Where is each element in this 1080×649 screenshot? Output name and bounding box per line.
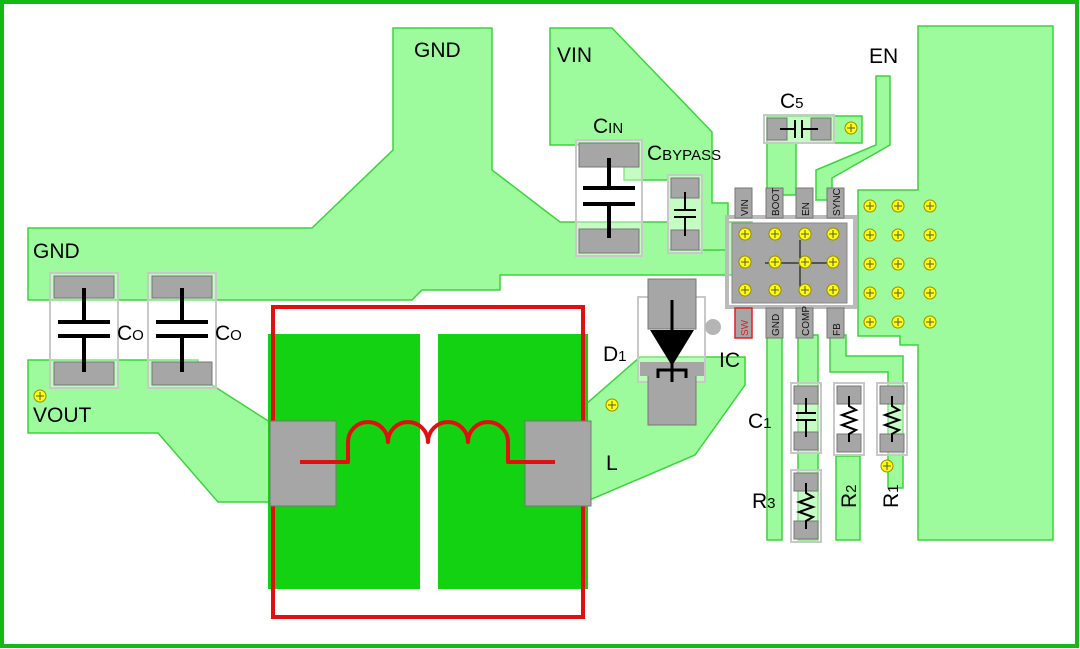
capacitor-symbol-icon <box>674 192 696 236</box>
ic-pin-vin: VIN <box>734 187 753 219</box>
net-label-gnd-top: GND <box>414 39 461 62</box>
inductor-coil-icon <box>300 420 555 464</box>
capacitor-co-2 <box>147 272 217 389</box>
gnd-plane <box>27 27 753 301</box>
ic-pin-sync: SYNC <box>826 187 845 219</box>
label-co-2: CO <box>215 322 242 345</box>
label-r2: R2 <box>838 484 861 508</box>
ic-pin-label: BOOT <box>771 188 782 216</box>
capacitor-cbypass <box>667 174 703 254</box>
resistor-r3 <box>790 469 822 543</box>
d1-pad-bottom <box>647 374 697 426</box>
capacitor-symbol-icon <box>583 158 635 238</box>
label-c5: C5 <box>780 90 804 113</box>
via-group <box>33 121 937 473</box>
inductor-l <box>268 305 592 619</box>
label-l: L <box>606 452 618 475</box>
label-ic: IC <box>719 349 740 372</box>
capacitor-co-1 <box>49 272 119 389</box>
label-cbypass: CBYPASS <box>647 142 721 165</box>
capacitor-symbol-icon <box>780 120 818 138</box>
resistor-r2 <box>833 382 865 456</box>
ic-pin1-marker <box>705 319 721 335</box>
resistor-symbol-icon <box>796 483 816 529</box>
capacitor-symbol-icon <box>58 288 110 372</box>
label-co-1: CO <box>117 322 144 345</box>
ic-pin-sw: SW <box>734 307 753 339</box>
ic-pin-label: SW <box>740 319 751 336</box>
net-label-gnd-left: GND <box>33 240 80 263</box>
ic-pin-en: EN <box>795 187 814 219</box>
ic-pin-label: FB <box>832 323 843 336</box>
ic-pin-fb: FB <box>826 307 845 339</box>
resistor-symbol-icon <box>882 396 902 442</box>
diode-d1 <box>637 278 706 426</box>
right-gnd-plane <box>857 25 1054 541</box>
capacitor-symbol-icon <box>156 288 208 372</box>
net-label-en: EN <box>869 45 898 68</box>
net-label-vout: VOUT <box>33 404 92 427</box>
label-r1: R1 <box>880 484 903 508</box>
diode-symbol-icon <box>650 300 694 382</box>
ic-pin-label: GND <box>771 314 782 336</box>
capacitor-symbol-icon <box>796 398 816 437</box>
label-d1: D1 <box>603 343 627 366</box>
capacitor-c1 <box>790 382 822 454</box>
resistor-r1 <box>876 382 908 456</box>
ic-pin-gnd: GND <box>765 307 784 339</box>
capacitor-c5 <box>763 114 835 144</box>
ic-pin-label: EN <box>801 202 812 216</box>
ic-pin-label: VIN <box>740 199 751 216</box>
fb-r1-trace <box>829 334 904 489</box>
net-label-vin: VIN <box>557 44 592 67</box>
label-cin: CIN <box>593 115 623 138</box>
label-r3: R3 <box>752 490 776 513</box>
capacitor-cin <box>575 139 643 257</box>
ic-pin-comp: COMP <box>795 306 814 339</box>
ic-pin-boot: BOOT <box>765 187 784 219</box>
resistor-symbol-icon <box>839 396 859 442</box>
label-c1: C1 <box>748 410 772 433</box>
ic-pin-label: SYNC <box>832 188 843 216</box>
ic-pin-label: COMP <box>801 306 812 336</box>
